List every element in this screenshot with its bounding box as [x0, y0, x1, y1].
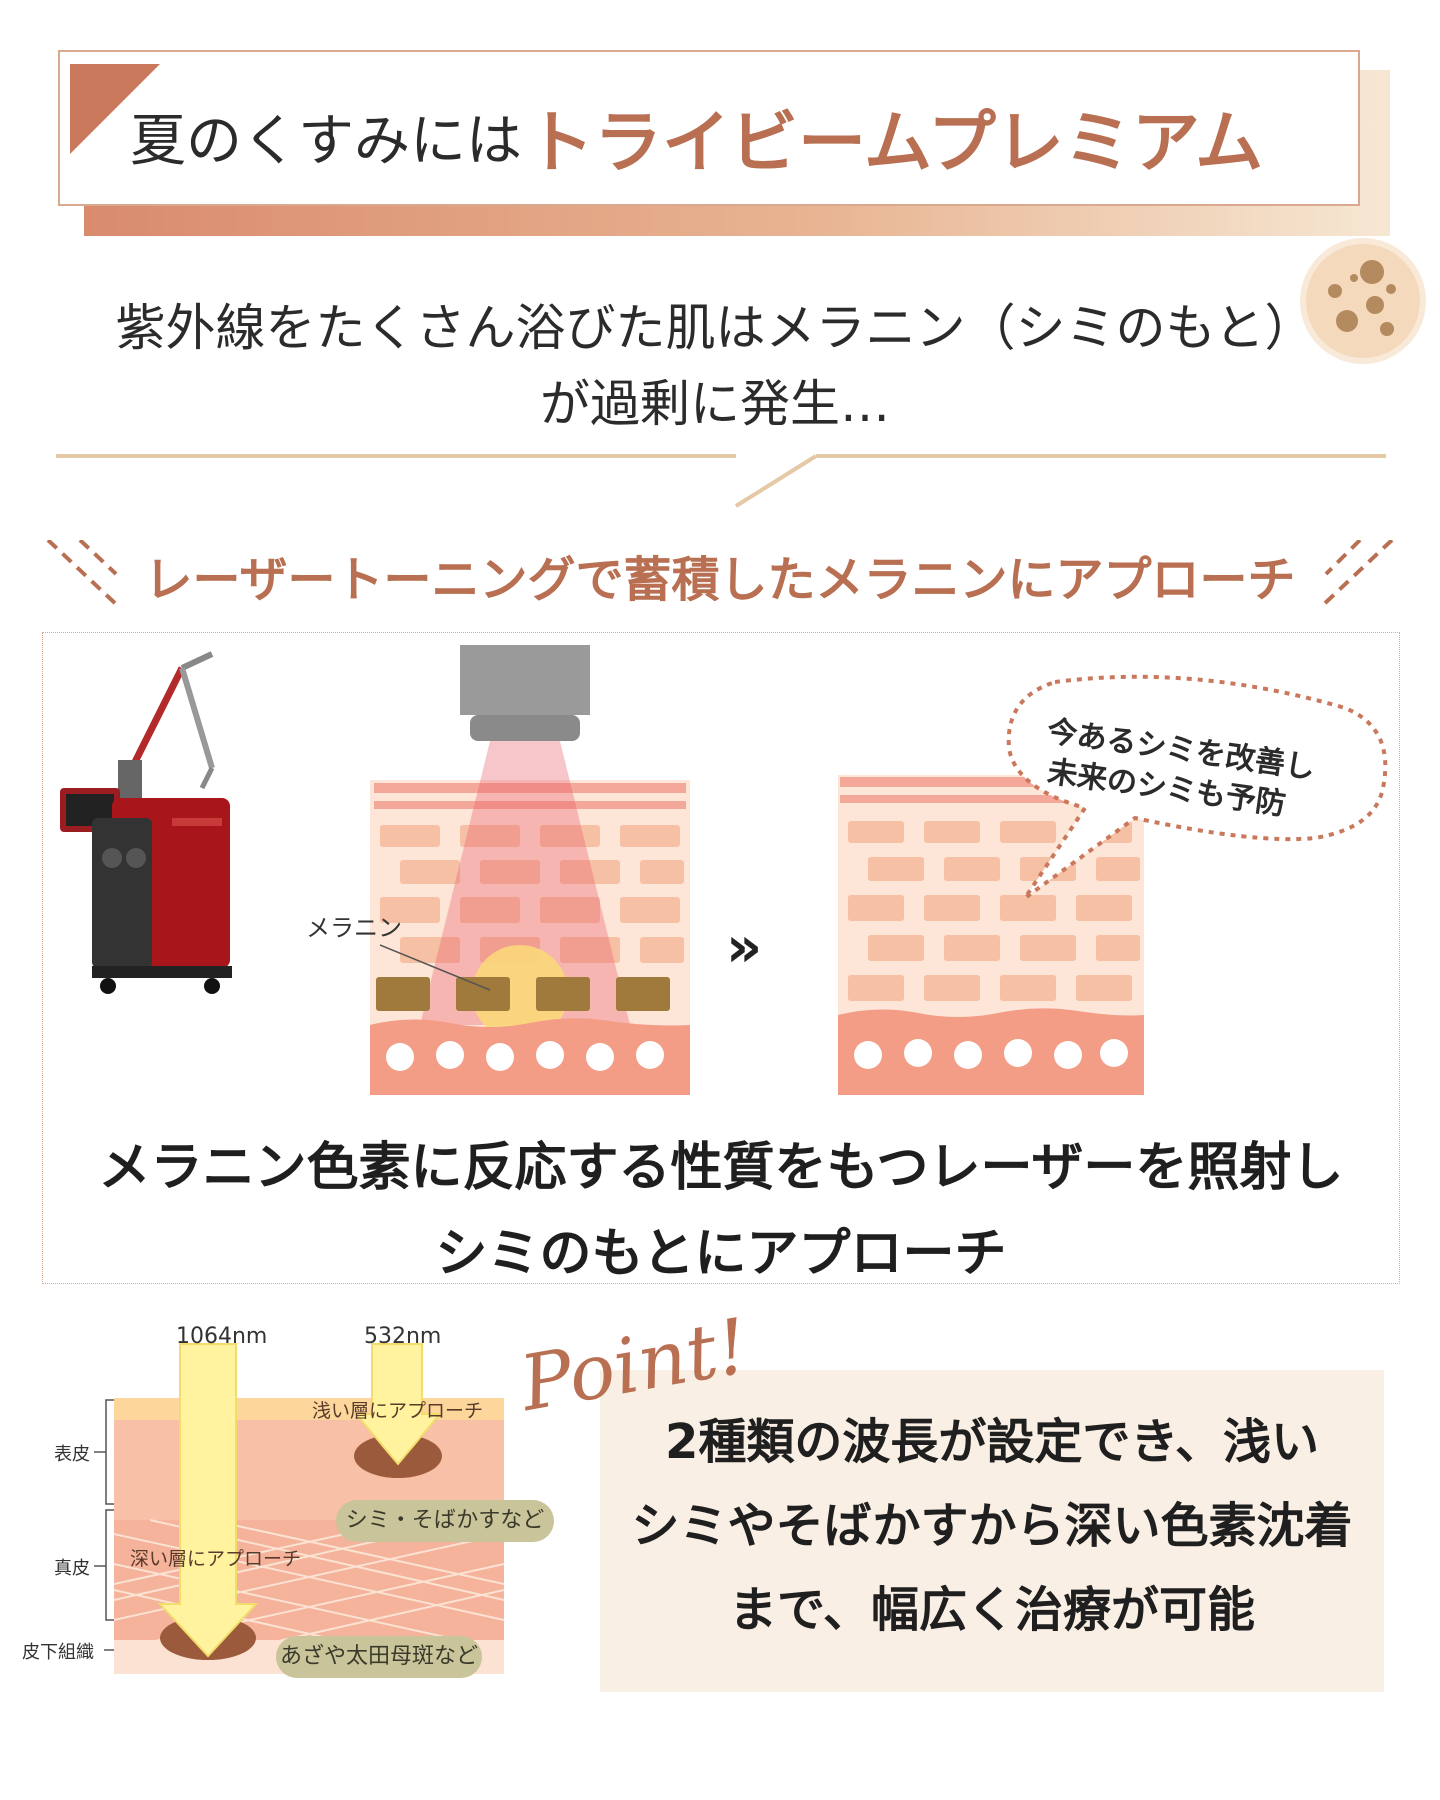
- deep-approach-label: 深い層にアプローチ: [130, 1548, 302, 1570]
- point-box: [600, 1370, 1384, 1692]
- melanin-label: メラニン: [306, 914, 402, 942]
- skin-spots-icon: [1300, 238, 1426, 364]
- panel-caption: メラニン色素に反応する性質をもつレーザーを照射し シミのもとにアプローチ: [42, 1125, 1400, 1297]
- intro-text: 紫外線をたくさん浴びた肌はメラニン（シミのもと） が過剰に発生…: [60, 290, 1370, 442]
- shallow-approach-label: 浅い層にアプローチ: [312, 1400, 484, 1422]
- caption-line-2: シミのもとにアプローチ: [435, 1224, 1007, 1284]
- header-corner-triangle: [70, 64, 160, 154]
- deep-target-pill: あざや太田母斑など: [276, 1636, 482, 1678]
- section-title: レーザートーニングで蓄積したメラニンにアプローチ: [144, 552, 1296, 608]
- point-text: 2種類の波長が設定でき、浅い シミやそばかすから深い色素沈着 まで、幅広く治療が…: [600, 1400, 1384, 1652]
- layer-epidermis-label: 表皮: [54, 1444, 90, 1465]
- double-chevron-right-icon: »: [726, 915, 763, 980]
- label-1064nm: 1064nm: [176, 1324, 268, 1349]
- point-line-3: まで、幅広く治療が可能: [728, 1582, 1256, 1638]
- section-divider: [56, 454, 1386, 508]
- label-532nm: 532nm: [364, 1324, 442, 1349]
- laser-skin-diagram: [370, 645, 690, 1095]
- caption-line-1: メラニン色素に反応する性質をもつレーザーを照射し: [98, 1138, 1344, 1198]
- page-title: 夏のくすみには トライビームプレミアム: [130, 86, 1263, 186]
- laser-machine-image: [60, 651, 232, 994]
- title-brand: トライビームプレミアム: [526, 102, 1264, 183]
- section-heading-slashes: [46, 540, 1394, 608]
- layer-dermis-label: 真皮: [54, 1558, 90, 1579]
- title-prefix: 夏のくすみには: [130, 108, 522, 174]
- layer-subcutis-label: 皮下組織: [22, 1642, 94, 1663]
- intro-line-2: が過剰に発生…: [540, 375, 890, 433]
- shallow-target-pill: シミ・そばかすなど: [336, 1500, 554, 1542]
- wavelength-diagram: [94, 1343, 505, 1674]
- header-banner: [58, 50, 1360, 206]
- intro-line-1: 紫外線をたくさん浴びた肌はメラニン（シミのもと）: [115, 299, 1315, 357]
- point-line-2: シミやそばかすから深い色素沈着: [631, 1498, 1353, 1554]
- point-line-1: 2種類の波長が設定でき、浅い: [664, 1414, 1320, 1470]
- speech-bubble: [1006, 674, 1388, 900]
